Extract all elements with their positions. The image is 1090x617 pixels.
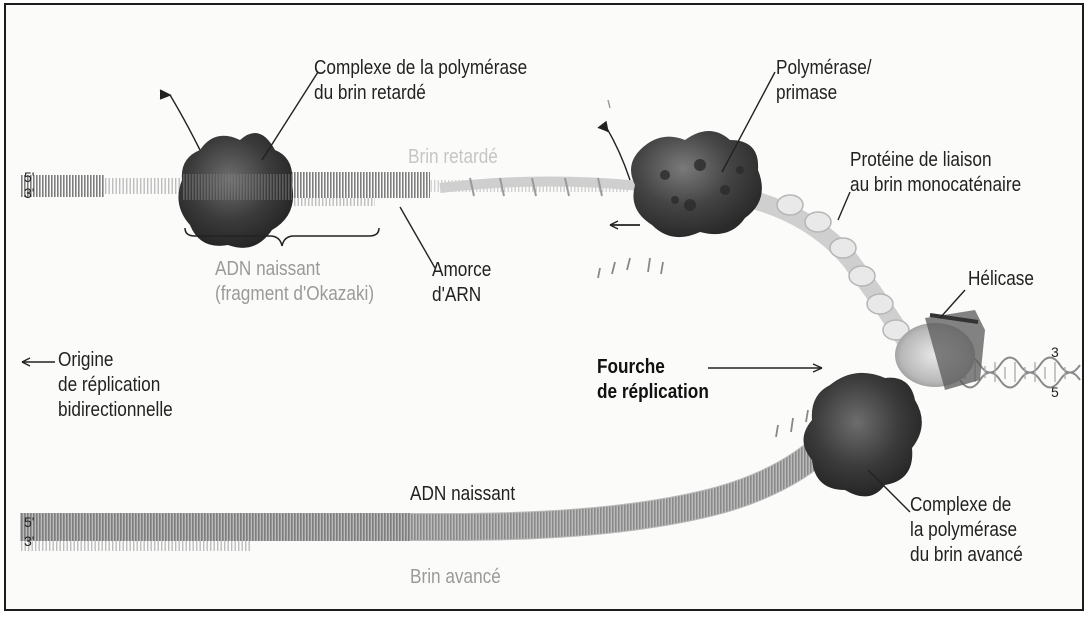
leading-complex-label: Complexe de la polymérase du brin avancé [910,493,1023,568]
bottom-5prime: 5' [24,515,34,529]
lagging-strand-faint-label: Brin retardé [408,145,498,170]
bottom-3prime: 3' [24,534,34,548]
nascent-dna-bottom-label: ADN naissant [410,482,515,507]
fork-fragments [776,410,808,437]
lagging-complex-label: Complexe de la polymérase du brin retard… [314,56,527,106]
lagging-dna-strand [20,172,640,206]
rna-primer-fragments [598,258,663,278]
leading-strand-label: Brin avancé [410,565,501,590]
nascent-dna-top-label: ADN naissant (fragment d'Okazaki) [215,257,374,307]
ssb-label: Protéine de liaison au brin monocaténair… [850,148,1021,198]
rna-primer-label: Amorce d'ARN [432,258,491,308]
replication-fork-label: Fourche de réplication [597,355,709,405]
right-3: 3 [1051,345,1059,359]
polymerase-primase-protein [631,131,762,237]
right-5: 5 [1051,385,1059,399]
top-3prime: 3' [24,186,34,200]
helicase-label: Hélicase [968,267,1034,292]
polymerase-primase-label: Polymérase/ primase [776,56,872,106]
origin-label: Origine de réplication bidirectionnelle [58,348,173,423]
leading-polymerase-complex [804,373,922,497]
helicase-protein [895,310,985,390]
lagging-polymerase-complex [178,133,293,248]
top-5prime: 5' [24,170,34,184]
